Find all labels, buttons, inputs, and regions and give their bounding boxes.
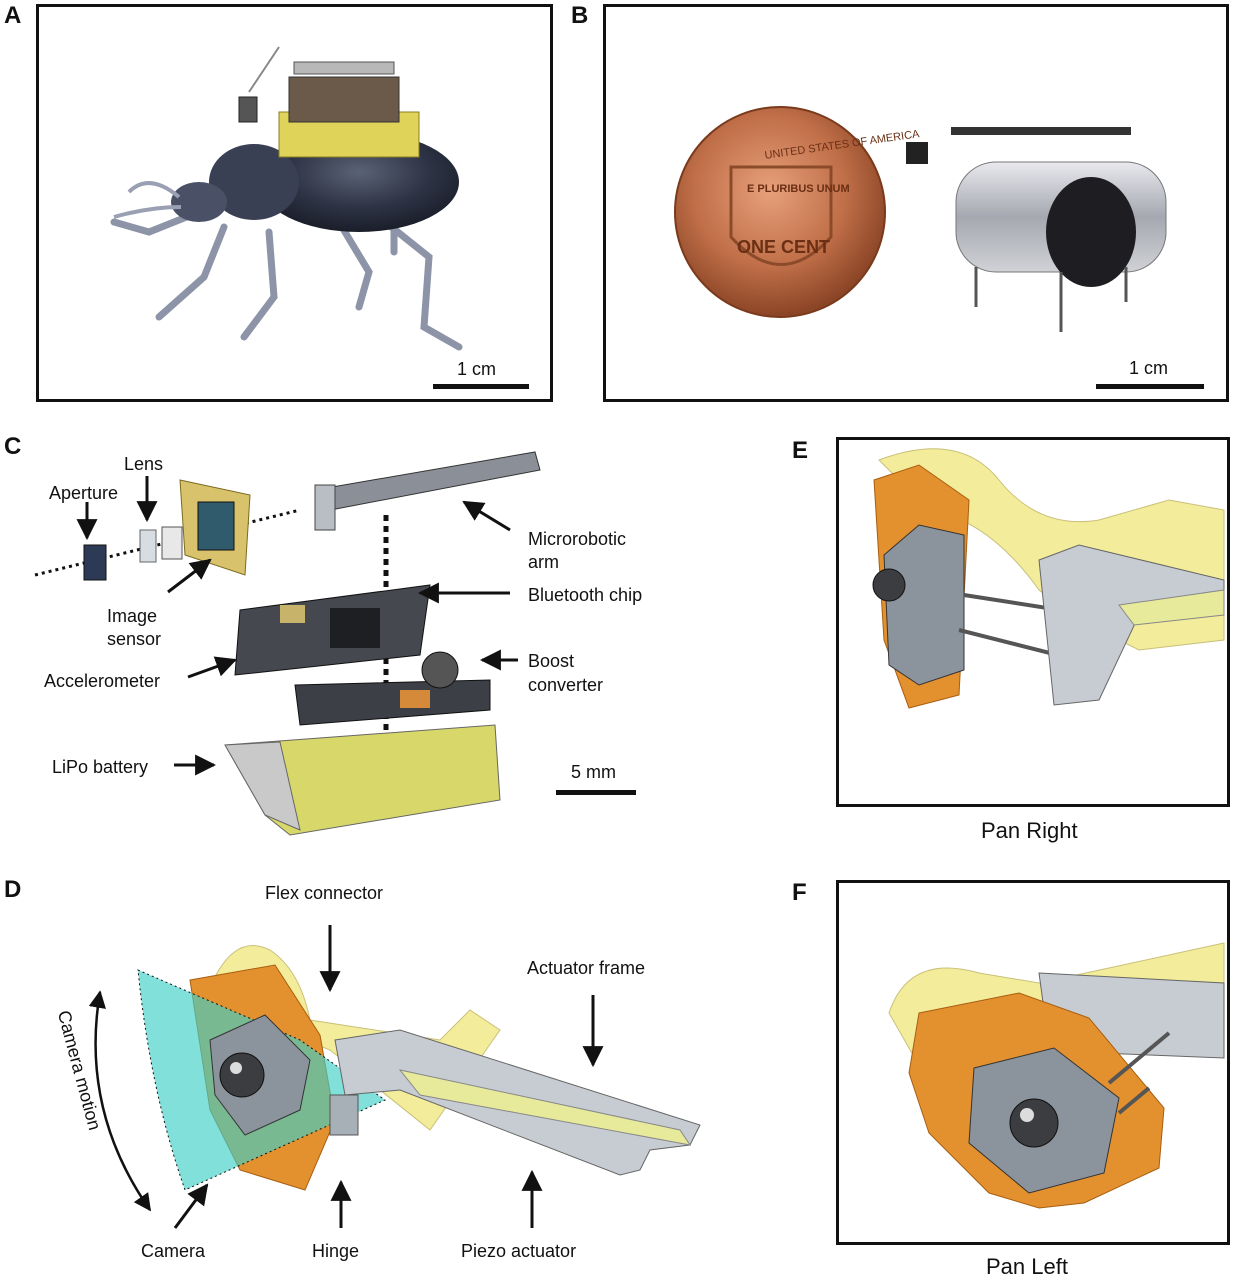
pan-right-render (872, 448, 1225, 709)
camera-actuator-render (88, 925, 701, 1229)
panel-c-scale-label: 5 mm (571, 762, 616, 782)
label-flex-connector: Flex connector (265, 883, 384, 903)
coin-and-robot-illustration (674, 106, 1167, 332)
scale-label: 1 cm (1129, 358, 1169, 378)
panel-b-label: B (571, 2, 589, 29)
label-lipo-battery: LiPo battery (52, 757, 149, 777)
scale-bar (1096, 384, 1204, 389)
pan-left-render (888, 942, 1225, 1209)
label-microrobotic-arm-1: Microrobotic (528, 529, 627, 549)
pan-right-caption: Pan Right (981, 818, 1078, 843)
panel-e-render (836, 437, 1230, 807)
label-hinge: Hinge (312, 1241, 360, 1261)
exploded-view-illustration (34, 451, 541, 836)
label-boost-converter-2: converter (528, 675, 604, 695)
label-actuator-frame: Actuator frame (527, 958, 646, 978)
label-boost-converter-1: Boost (528, 651, 575, 671)
scale-bar (433, 384, 529, 389)
beetle-with-backpack-illustration (110, 46, 463, 351)
label-camera: Camera (141, 1241, 206, 1261)
pan-left-caption: Pan Left (986, 1254, 1068, 1279)
label-lens: Lens (124, 454, 164, 474)
scale-label: 1 cm (457, 359, 497, 379)
panel-f-render (836, 880, 1230, 1245)
panel-c-label: C (4, 433, 22, 460)
label-accelerometer: Accelerometer (44, 671, 161, 691)
label-piezo-actuator: Piezo actuator (461, 1241, 577, 1261)
coin-text-denomination: ONE CENT (737, 237, 831, 257)
panel-a-photo: 1 cm (36, 4, 553, 402)
label-image-sensor-1: Image (107, 606, 158, 626)
panel-d-label: D (4, 876, 22, 903)
label-microrobotic-arm-2: arm (528, 552, 559, 572)
panel-b-photo: UNITED STATES OF AMERICA E PLURIBUS UNUM… (603, 4, 1229, 402)
label-aperture: Aperture (49, 483, 119, 503)
panel-c-scale-bar (556, 790, 636, 795)
panel-a-label: A (4, 2, 22, 29)
label-image-sensor-2: sensor (107, 629, 162, 649)
panel-e-label: E (792, 437, 809, 464)
coin-text-motto: E PLURIBUS UNUM (747, 183, 850, 195)
panel-f-label: F (792, 879, 807, 906)
label-bluetooth-chip: Bluetooth chip (528, 585, 643, 605)
